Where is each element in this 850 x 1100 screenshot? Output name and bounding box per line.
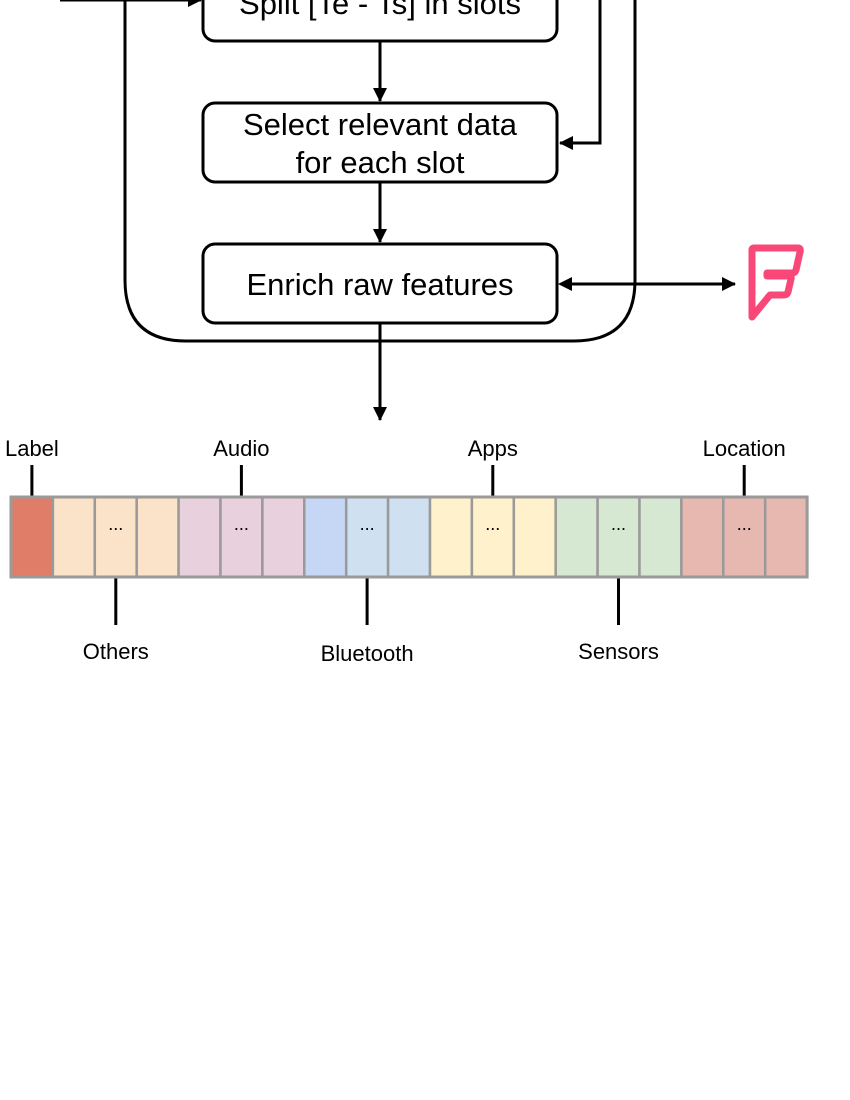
feature-cell-sensors — [554, 495, 599, 579]
feature-cell-audio — [219, 495, 264, 579]
feature-vector-outline — [9, 495, 809, 579]
feature-label-apps: Apps — [468, 436, 518, 461]
feature-label-others: Others — [83, 639, 149, 664]
feature-cell-apps — [470, 495, 516, 579]
step-split-text: Split [Te - Ts] in slots — [239, 0, 521, 21]
feature-cell-bluetooth — [386, 495, 432, 579]
feature-label-bluetooth: Bluetooth — [321, 641, 414, 666]
feature-cell-location — [722, 495, 767, 579]
feature-cell-audio — [261, 495, 306, 579]
feature-label-label: Label — [5, 436, 59, 461]
feature-cell-sensors — [596, 495, 641, 579]
step-select-text-1: Select relevant data — [243, 107, 518, 142]
feature-label-location: Location — [703, 436, 786, 461]
feature-cell-audio — [177, 495, 222, 579]
feature-cell-bluetooth — [344, 495, 390, 579]
feature-cell-apps — [512, 495, 557, 579]
step-select-text-2: for each slot — [296, 145, 465, 180]
feature-ellipsis-apps: ... — [485, 514, 500, 534]
external-service-arrow-back-head — [558, 277, 572, 291]
feature-cell-sensors — [638, 495, 683, 579]
feature-cell-others — [93, 495, 138, 579]
feature-cell-apps — [428, 495, 474, 579]
feature-ellipsis-audio: ... — [234, 514, 249, 534]
feature-cell-bluetooth — [303, 495, 348, 579]
feature-cell-location — [763, 495, 809, 579]
feature-ellipsis-others: ... — [108, 514, 123, 534]
feature-ellipsis-bluetooth: ... — [360, 514, 375, 534]
feature-cell-label — [9, 495, 55, 579]
feature-label-sensors: Sensors — [578, 639, 659, 664]
step-enrich-text: Enrich raw features — [246, 267, 513, 302]
feature-label-audio: Audio — [213, 436, 269, 461]
foursquare-logo-icon — [748, 244, 804, 321]
feature-ellipsis-location: ... — [737, 514, 752, 534]
feature-ellipsis-sensors: ... — [611, 514, 626, 534]
feedback-arrow — [559, 0, 602, 150]
feature-cell-others — [51, 495, 97, 579]
feature-cell-location — [680, 495, 725, 579]
feature-cell-others — [135, 495, 180, 579]
feature-vector: Label... Others... Audio... Bluetooth... App… — [5, 436, 809, 666]
